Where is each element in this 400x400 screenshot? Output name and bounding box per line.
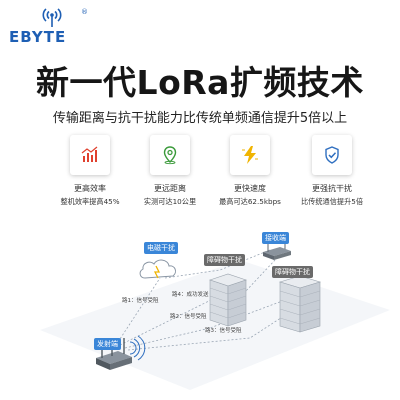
brand-name: EBYTE [9, 28, 67, 46]
receiver-tag: 接收端 [262, 232, 289, 244]
cloud-icon [139, 259, 177, 279]
diagram-graphic [40, 240, 390, 390]
feature-title: 更快速度 [234, 184, 266, 193]
lightning-icon [242, 146, 258, 164]
feature-icon-box [312, 135, 352, 175]
interference-tag-obstacle-2: 障碍物干扰 [272, 266, 313, 278]
path-label-4: 路4：成功发送 [172, 292, 209, 298]
path-line-1 [117, 277, 161, 343]
antenna-logo-icon [42, 8, 62, 27]
feature-efficiency: 更高效率 整机效率提高45% [50, 135, 130, 207]
path-line-2 [119, 297, 216, 346]
feature-title: 更强抗干扰 [312, 184, 352, 193]
registered-mark: ® [81, 8, 88, 16]
shield-check-icon [325, 146, 339, 164]
page-title: 新一代LoRa扩频技术 [36, 63, 364, 102]
feature-icon-box [230, 135, 270, 175]
transmitter-tag: 发射端 [94, 338, 121, 350]
path-label-1: 路1：信号受阻 [122, 298, 159, 304]
receiver-device-icon [263, 240, 291, 260]
location-pin-icon [163, 146, 177, 165]
feature-title: 更远距离 [154, 184, 186, 193]
feature-icon-box [150, 135, 190, 175]
chart-icon [81, 146, 98, 162]
path-line-3 [124, 299, 286, 349]
path-line-6 [229, 259, 276, 309]
feature-desc: 整机效率提高45% [60, 197, 120, 206]
obstacle-building-icon [278, 275, 322, 333]
feature-speed: 更快速度 最高可达62.5kbps [210, 135, 290, 207]
interference-tag-electromagnetic: 电磁干扰 [144, 242, 178, 254]
feature-title: 更高效率 [74, 184, 106, 193]
path-label-3: 路3：信号受阻 [205, 328, 242, 334]
signal-paths [117, 249, 291, 351]
feature-desc: 实测可达10公里 [143, 197, 197, 206]
transmitter-router-icon [96, 335, 146, 370]
obstacle-building-icon [209, 273, 247, 327]
interference-tag-obstacle-1: 障碍物干扰 [204, 254, 245, 266]
feature-icon-box [70, 135, 110, 175]
path-line-4 [127, 311, 291, 351]
signal-diagram: 电磁干扰 障碍物干扰 障碍物干扰 接收端 发射端 路1：信号受阻 路4：成功发送… [0, 230, 400, 400]
ebyte-logo: ® EBYTE [9, 6, 95, 46]
feature-anti-interference: 更强抗干扰 比传统通信提升5倍 [292, 135, 372, 207]
feature-distance: 更远距离 实测可达10公里 [130, 135, 210, 207]
feature-desc: 最高可达62.5kbps [219, 197, 281, 206]
feature-desc: 比传统通信提升5倍 [300, 197, 364, 206]
path-label-2: 路2：信号受阻 [170, 314, 207, 320]
page-subtitle: 传输距离与抗干扰能力比传统单频通信提升5倍以上 [52, 111, 348, 126]
feature-list: 更高效率 整机效率提高45% 更远距离 实测可达10公里 更快速度 最高可达62… [50, 135, 372, 215]
